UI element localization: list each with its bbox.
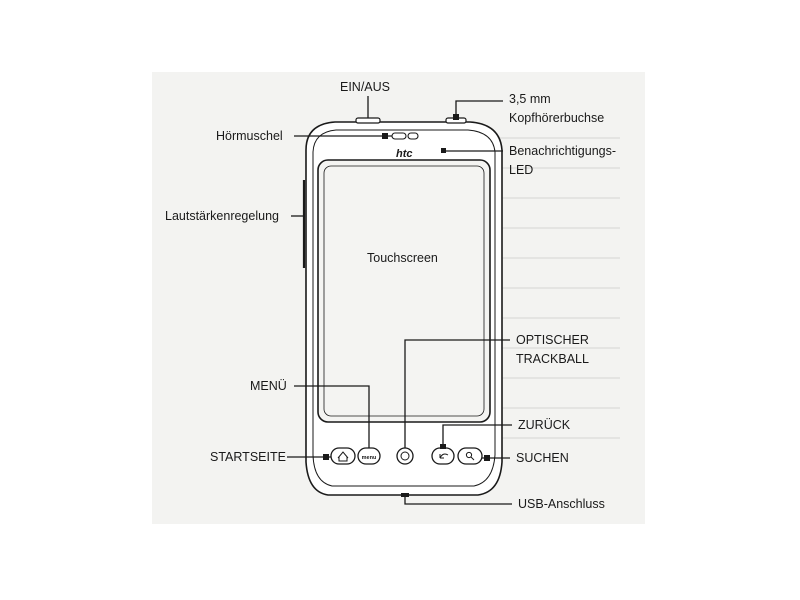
notification-led: [441, 148, 446, 153]
leader-back: [442, 424, 512, 448]
label-headphone-1: 3,5 mm: [509, 92, 551, 106]
home-icon: [337, 451, 349, 462]
endpoint-search: [484, 455, 490, 461]
label-search: SUCHEN: [516, 451, 569, 465]
label-earpiece: Hörmuschel: [216, 129, 283, 143]
label-usb: USB-Anschluss: [518, 497, 605, 511]
home-key: [330, 447, 356, 465]
endpoint-earpiece: [382, 133, 388, 139]
leader-headphone: [455, 100, 503, 118]
endpoint-back: [440, 444, 446, 449]
label-volume: Lautstärkenregelung: [165, 209, 279, 223]
usb-port: [401, 493, 409, 497]
endpoint-headphone: [453, 114, 459, 120]
back-key: [431, 447, 455, 465]
leader-usb: [404, 497, 512, 505]
htc-logo: htc: [396, 148, 413, 160]
earpiece-speaker: [391, 132, 407, 140]
leader-menu: [294, 385, 370, 448]
trackball-inner: [400, 451, 410, 461]
label-touchscreen: Touchscreen: [367, 251, 438, 265]
back-icon: [439, 453, 449, 459]
search-icon: [465, 451, 473, 459]
label-home: STARTSEITE: [210, 450, 286, 464]
power-button: [355, 117, 381, 124]
label-power: EIN/AUS: [340, 80, 390, 94]
label-led-2: LED: [509, 163, 533, 177]
label-led-1: Benachrichtigungs-: [509, 144, 616, 158]
label-trackball-1: OPTISCHER: [516, 333, 589, 347]
label-headphone-2: Kopfhörerbuchse: [509, 111, 604, 125]
touchscreen-display: [317, 159, 491, 423]
label-menu: MENÜ: [250, 379, 287, 393]
search-icon-handle: [470, 456, 475, 461]
menu-key-label: menu: [362, 455, 377, 461]
label-back: ZURÜCK: [518, 418, 571, 432]
leader-endpoints: [323, 114, 490, 461]
front-sensor: [407, 132, 419, 140]
label-trackball-2: TRACKBALL: [516, 352, 589, 366]
search-key: [457, 447, 483, 465]
endpoint-home: [323, 454, 329, 460]
screen-glass-inner: [323, 165, 485, 417]
optical-trackball: [396, 447, 414, 465]
phone-bezel-inner: [312, 129, 496, 487]
leader-trackball: [404, 339, 510, 448]
